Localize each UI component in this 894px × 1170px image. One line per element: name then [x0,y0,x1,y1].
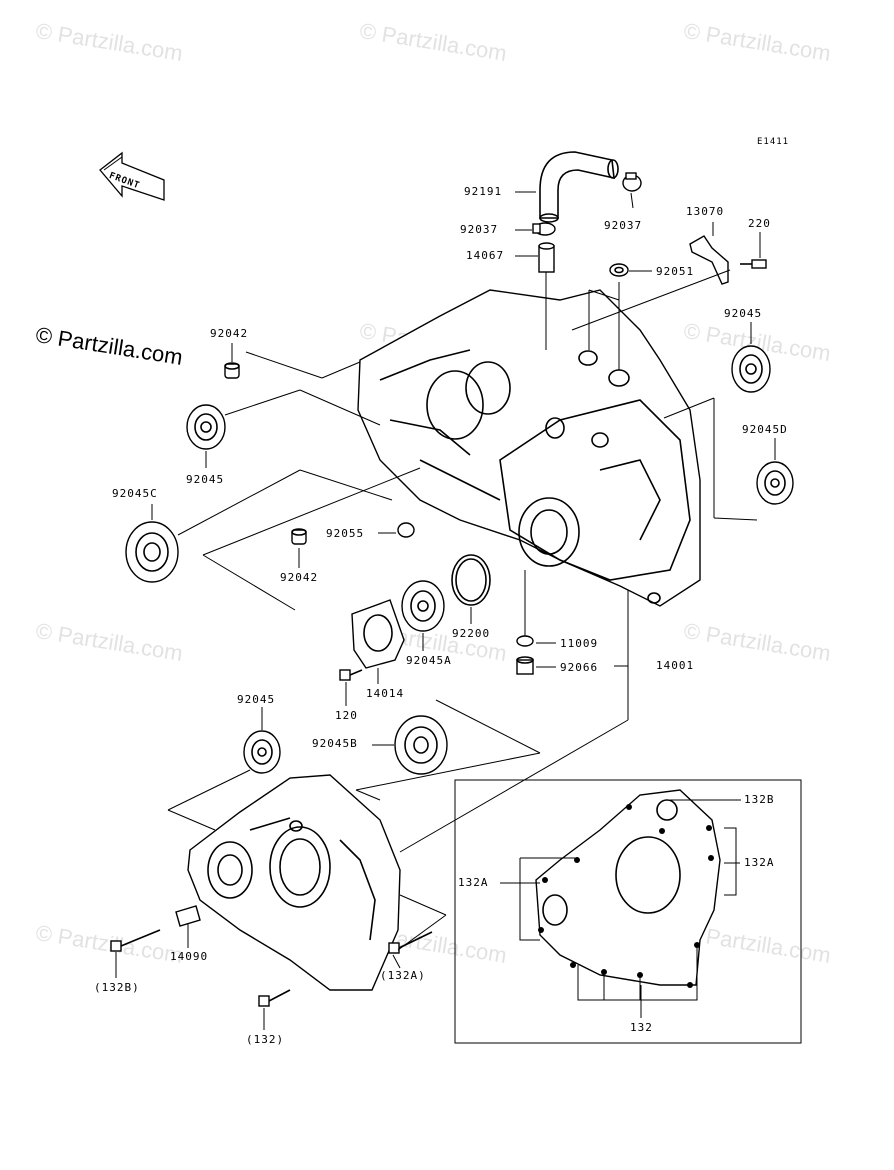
callout-92051: 92051 [656,265,695,278]
callout-92045: 92045 [186,473,225,486]
clamp-icon [532,222,556,236]
callout-92037: 92037 [604,219,643,232]
callout-14014: 14014 [366,687,405,700]
crankcase-lower-icon [187,774,401,991]
washer-icon [516,635,534,647]
bearing-icon [186,404,226,450]
clamp-icon [622,172,642,192]
diagram-code: E1411 [757,137,790,147]
plug-icon [516,656,534,675]
callout-92045b: 92045B [312,737,358,750]
bearing-icon [125,521,179,583]
hose-icon [539,151,619,223]
callout-92045c: 92045C [112,487,158,500]
pipe-icon [538,242,555,273]
callout-132b-paren: (132B) [94,981,140,994]
bearing-icon [394,715,448,775]
callout-14067: 14067 [466,249,505,262]
crankcase-inset-icon [535,789,721,988]
washer-icon [609,263,629,277]
callout-92042: 92042 [280,571,319,584]
callout-132a-paren: (132A) [380,969,426,982]
bearing-icon [731,345,771,393]
callout-14001: 14001 [656,659,695,672]
callout-92045: 92045 [724,307,763,320]
cover-plate-icon [351,599,405,669]
dowel-icon [291,528,307,545]
callout-11009: 11009 [560,637,599,650]
bolt-icon [258,989,291,1007]
callout-92200: 92200 [452,627,491,640]
callout-92045: 92045 [237,693,276,706]
callout-92045a: 92045A [406,654,452,667]
bearing-icon [401,580,445,632]
callout-132a: 132A [458,876,489,889]
callout-92045d: 92045D [742,423,788,436]
callout-92042: 92042 [210,327,249,340]
bearing-icon [243,730,281,774]
callout-220: 220 [748,217,771,230]
inset-leader-lines [519,827,737,1001]
bracket-icon [175,905,201,927]
seal-icon [397,522,415,538]
bolt-icon [740,259,767,269]
front-arrow-icon [99,151,165,201]
bearing-icon [756,461,794,505]
dowel-icon [224,362,240,379]
o-ring-icon [451,554,491,606]
bracket-icon [689,235,729,285]
callout-120: 120 [335,709,358,722]
crankcase-upper-icon [357,289,701,607]
callout-132: 132 [630,1021,653,1034]
inset-frame [454,779,802,1044]
callout-92066: 92066 [560,661,599,674]
callout-132-paren: (132) [246,1033,285,1046]
callout-92055: 92055 [326,527,365,540]
callout-92037: 92037 [460,223,499,236]
bolt-icon [110,929,161,952]
bolt-icon [339,669,363,681]
callout-13070: 13070 [686,205,725,218]
callout-132b: 132B [744,793,775,806]
callout-14090: 14090 [170,950,209,963]
callout-92191: 92191 [464,185,503,198]
callout-132a: 132A [744,856,775,869]
